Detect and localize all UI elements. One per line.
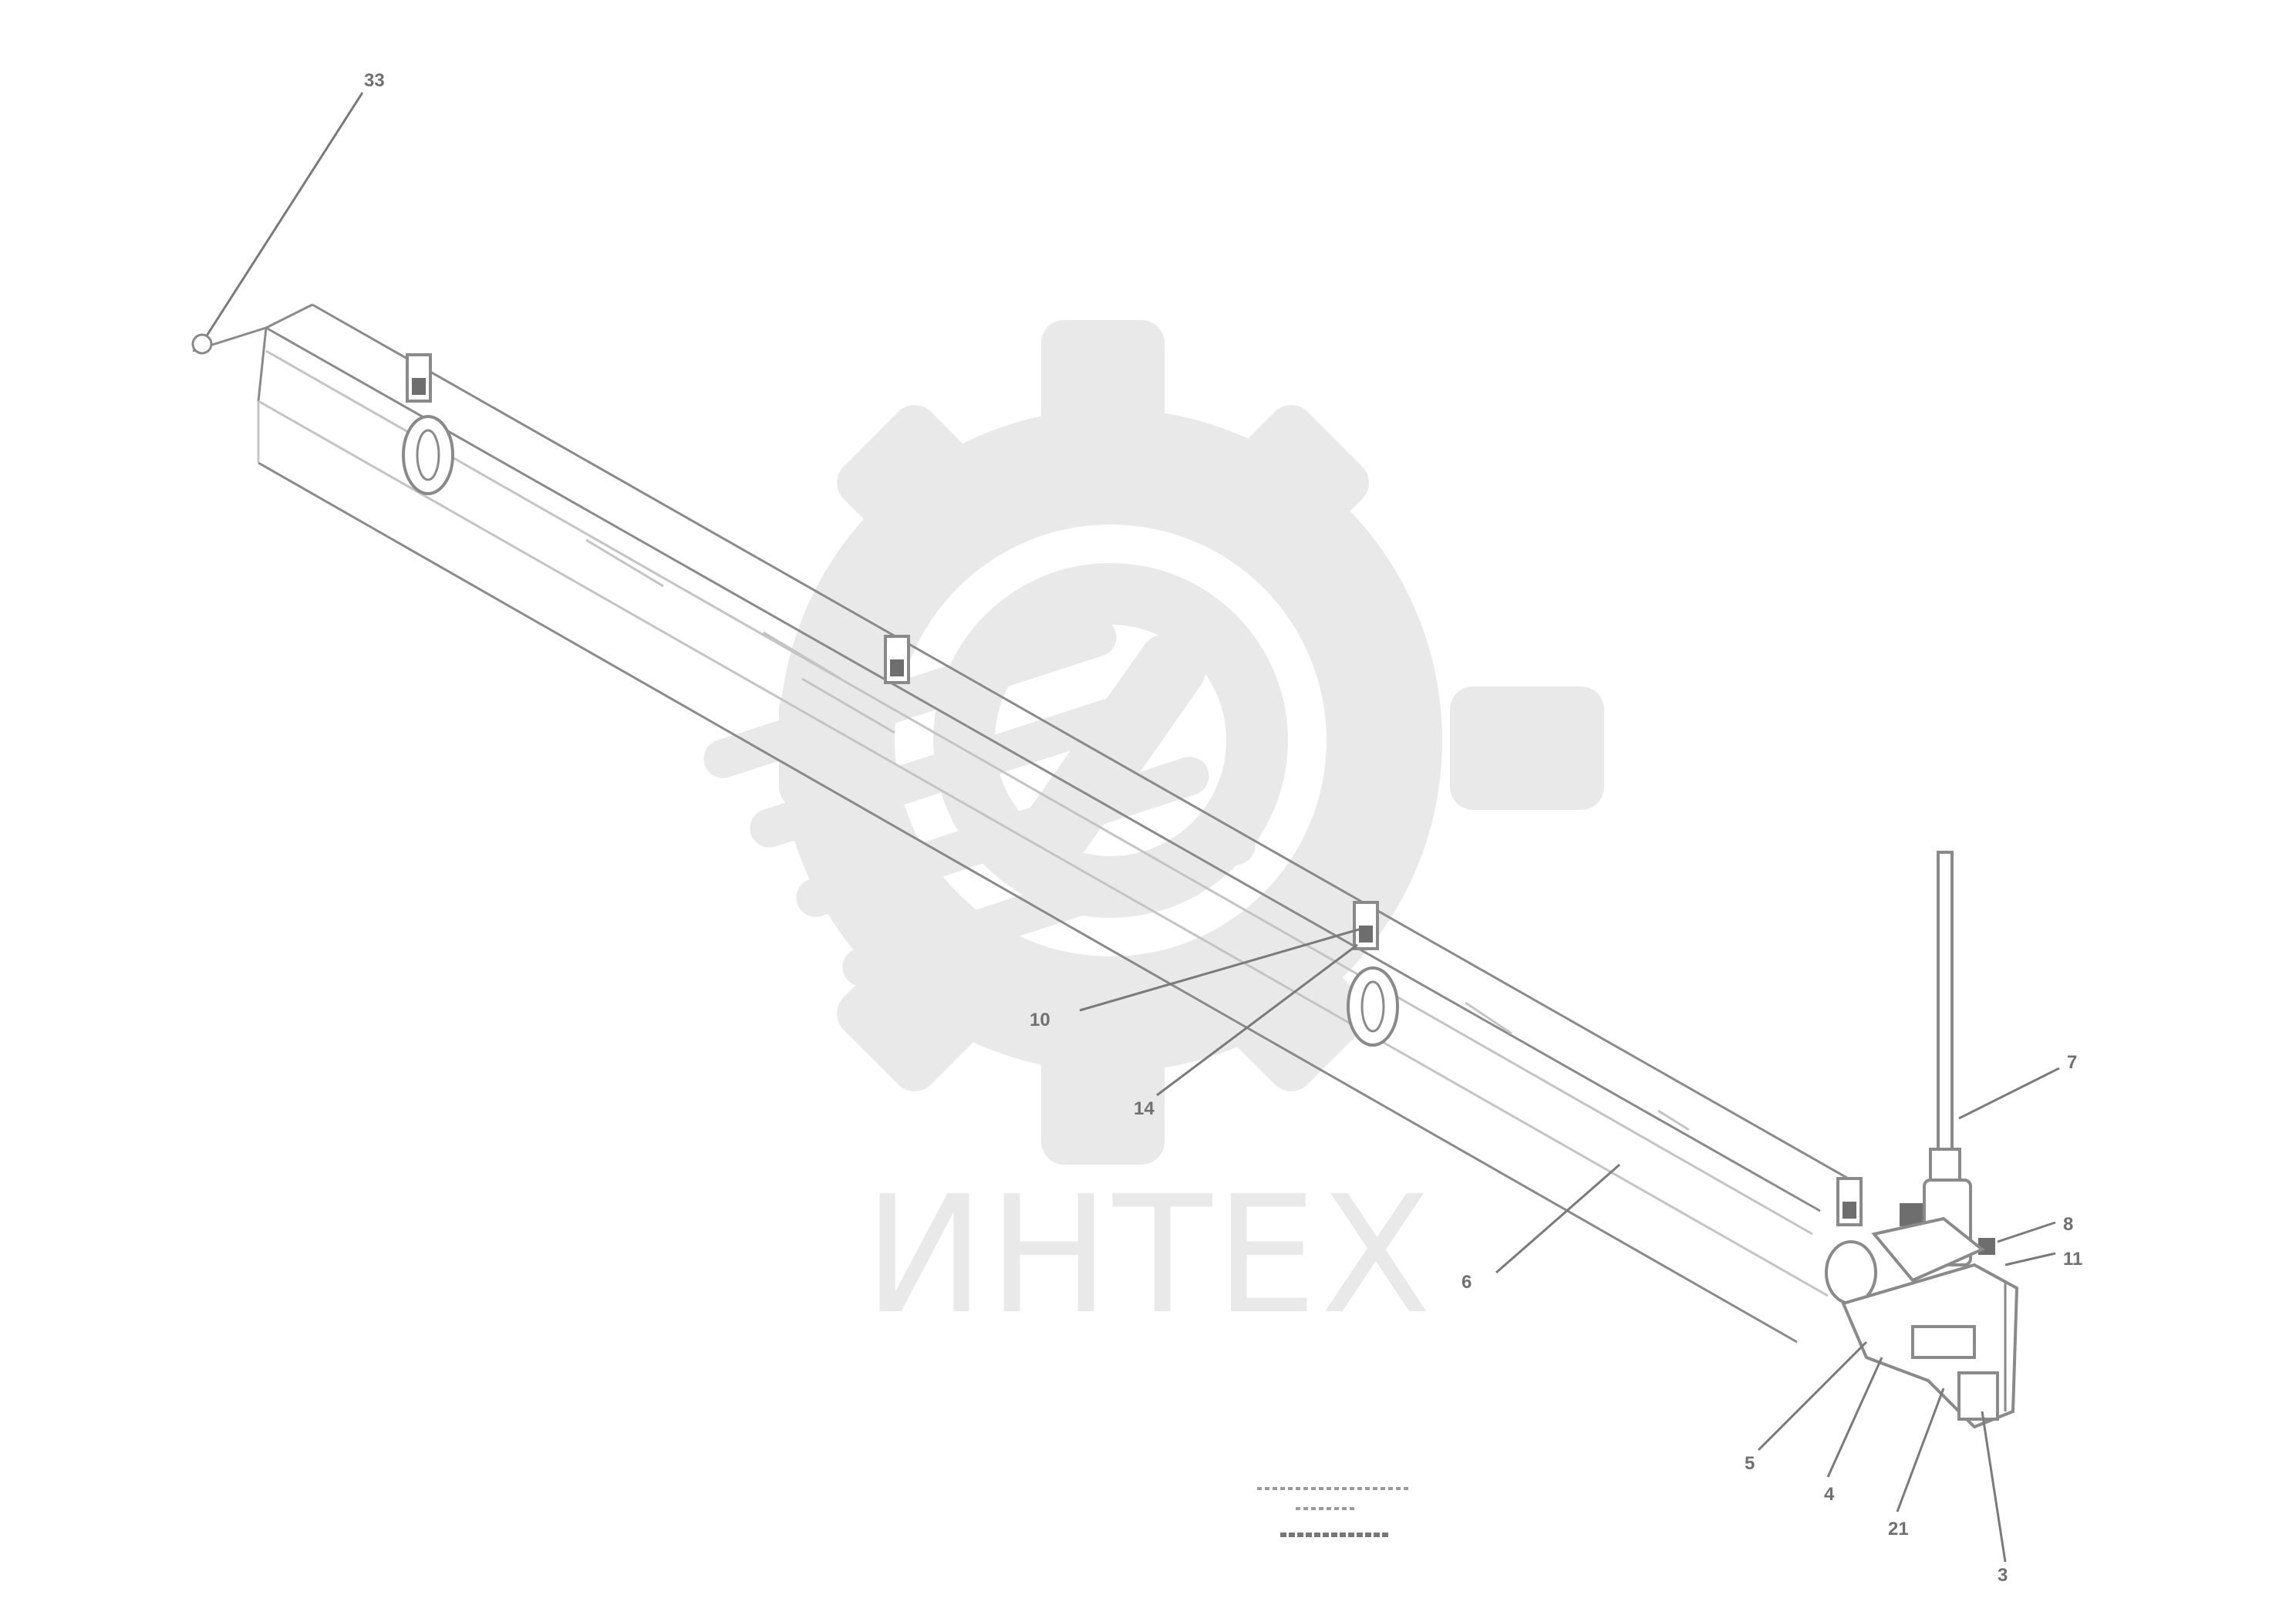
beam-assembly bbox=[192, 303, 1852, 1344]
clip-1 bbox=[402, 353, 454, 495]
clip-4 bbox=[1825, 1177, 1877, 1305]
callout-11: 11 bbox=[2063, 1249, 2082, 1270]
callout-6: 6 bbox=[1462, 1272, 1472, 1293]
callout-3: 3 bbox=[1998, 1565, 2008, 1586]
callout-8: 8 bbox=[2063, 1214, 2073, 1235]
callout-14: 14 bbox=[1134, 1098, 1155, 1119]
end-mechanism bbox=[1841, 851, 2019, 1429]
callout-10: 10 bbox=[1030, 1010, 1050, 1030]
watermark-logo: ИНТЕХ bbox=[703, 320, 1604, 1350]
callout-4: 4 bbox=[1824, 1484, 1835, 1505]
clip-2 bbox=[884, 635, 910, 684]
callout-5: 5 bbox=[1745, 1453, 1755, 1474]
callouts: 33 10 14 7 6 8 11 5 4 21 3 bbox=[364, 70, 2082, 1586]
callout-21: 21 bbox=[1888, 1519, 1909, 1539]
gear-wrench-icon bbox=[703, 320, 1604, 1165]
leader-lines bbox=[191, 92, 2060, 1563]
clip-3 bbox=[1347, 901, 1399, 1047]
reference-block bbox=[1257, 1487, 1411, 1537]
callout-7: 7 bbox=[2067, 1052, 2077, 1073]
watermark-brand: ИНТЕХ bbox=[864, 1161, 1435, 1350]
callout-33: 33 bbox=[364, 70, 385, 91]
